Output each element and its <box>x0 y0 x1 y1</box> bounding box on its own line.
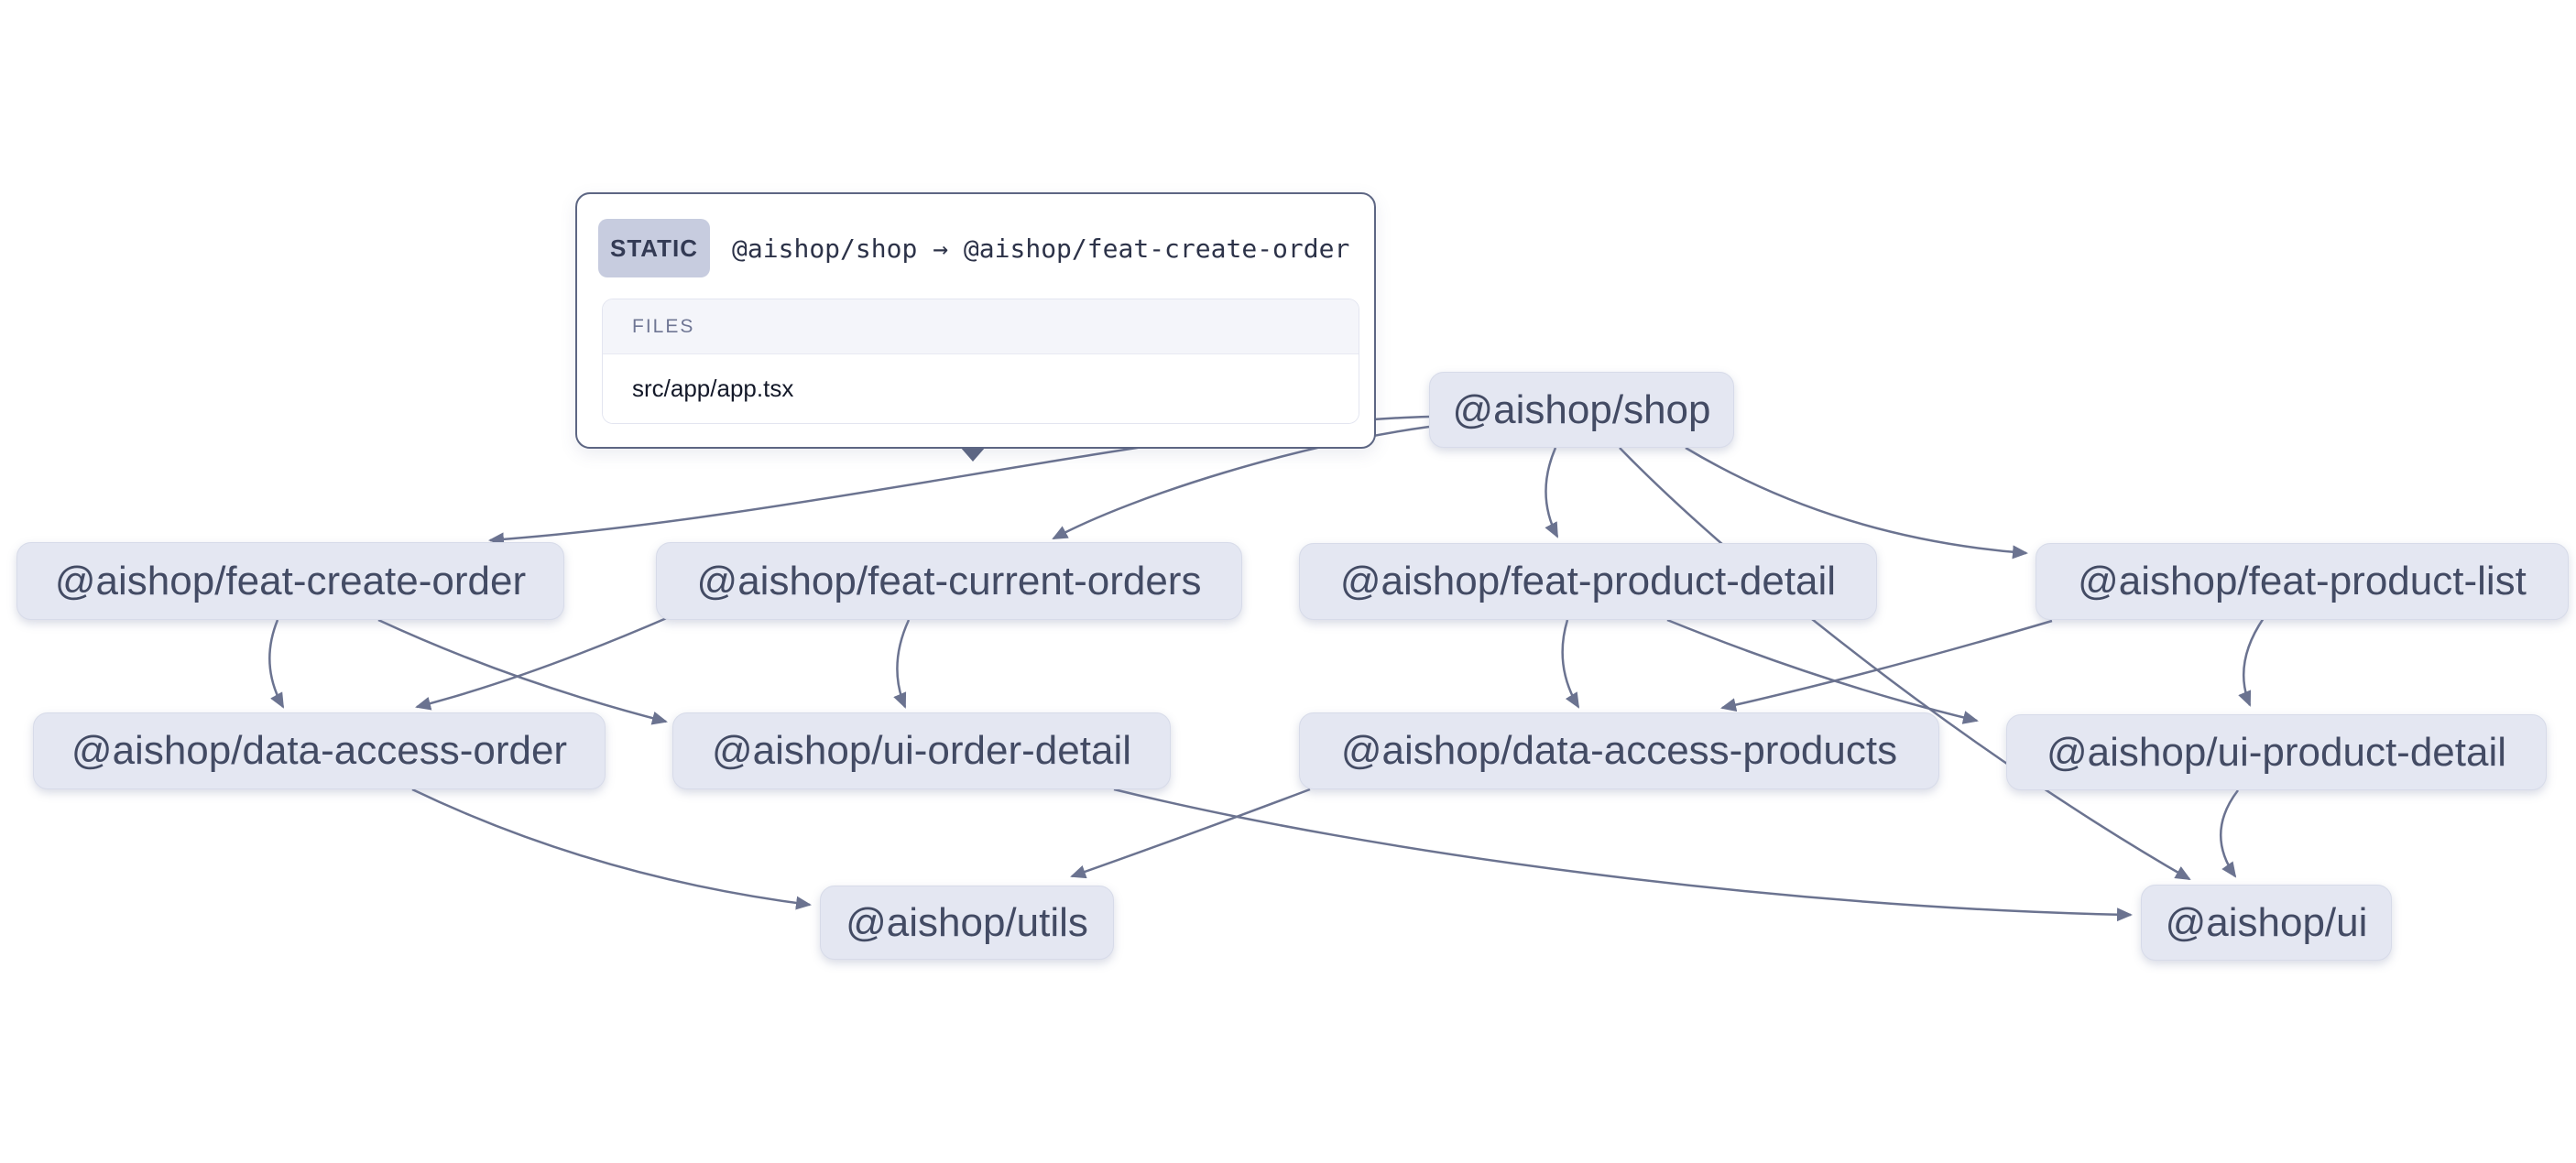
edge-shop-feat-product-detail[interactable] <box>1545 447 1559 538</box>
arrow-glyph: → <box>933 233 949 264</box>
edge-data-access-products-utils[interactable] <box>1070 788 1311 879</box>
edge-tooltip: STATIC @aishop/shop → @aishop/feat-creat… <box>575 192 1376 462</box>
graph-node-ui[interactable]: @aishop/ui <box>2141 885 2392 961</box>
graph-node-data-access-products[interactable]: @aishop/data-access-products <box>1299 712 1939 789</box>
graph-node-feat-product-detail[interactable]: @aishop/feat-product-detail <box>1299 543 1877 620</box>
graph-node-ui-product-detail[interactable]: @aishop/ui-product-detail <box>2006 714 2547 790</box>
edge-feat-current-orders-data-access-order[interactable] <box>415 615 670 711</box>
edge-tooltip-title: @aishop/shop → @aishop/feat-create-order <box>732 234 1349 264</box>
edge-shop-ui[interactable] <box>1619 447 2191 881</box>
edge-type-badge: STATIC <box>598 219 711 277</box>
files-panel: FILES src/app/app.tsx <box>602 299 1359 424</box>
edge-feat-create-order-data-access-order[interactable] <box>268 619 285 709</box>
files-heading: FILES <box>603 299 1359 354</box>
edge-source-label: @aishop/shop <box>732 233 918 264</box>
graph-node-ui-order-detail[interactable]: @aishop/ui-order-detail <box>672 712 1171 789</box>
edge-feat-product-list-data-access-products[interactable] <box>1720 619 2053 712</box>
edge-data-access-order-utils[interactable] <box>411 788 812 910</box>
edge-feat-product-detail-data-access-products[interactable] <box>1561 619 1580 709</box>
file-path: src/app/app.tsx <box>603 354 1359 423</box>
graph-node-shop[interactable]: @aishop/shop <box>1429 372 1734 448</box>
edge-target-label: @aishop/feat-create-order <box>963 233 1350 264</box>
edge-feat-product-list-ui-product-detail[interactable] <box>2238 617 2265 707</box>
edge-feat-product-detail-ui-product-detail[interactable] <box>1666 618 1979 724</box>
graph-node-utils[interactable]: @aishop/utils <box>820 886 1114 960</box>
edge-ui-product-detail-ui[interactable] <box>2220 789 2239 878</box>
edge-feat-current-orders-ui-order-detail[interactable] <box>893 619 911 709</box>
edge-tooltip-header: STATIC @aishop/shop → @aishop/feat-creat… <box>598 219 1349 277</box>
edge-ui-order-detail-ui[interactable] <box>1113 788 2133 922</box>
edge-shop-feat-product-list[interactable] <box>1685 446 2028 560</box>
tooltip-pointer-icon <box>960 447 986 462</box>
graph-node-feat-current-orders[interactable]: @aishop/feat-current-orders <box>656 542 1242 620</box>
graph-node-feat-product-list[interactable]: @aishop/feat-product-list <box>2036 543 2569 620</box>
graph-node-feat-create-order[interactable]: @aishop/feat-create-order <box>16 542 564 620</box>
graph-node-data-access-order[interactable]: @aishop/data-access-order <box>33 712 606 789</box>
